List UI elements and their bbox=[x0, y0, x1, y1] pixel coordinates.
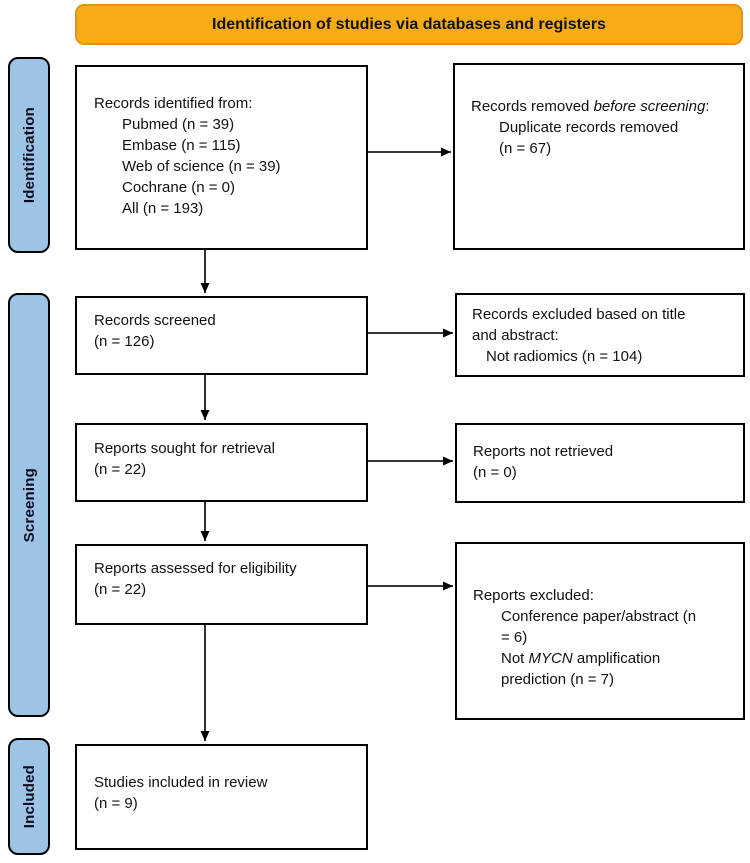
conference-paper-item: Conference paper/abstract (n = 6) bbox=[501, 608, 697, 646]
studies-included-line1: Studies included in review bbox=[94, 774, 268, 791]
not-mycn-prefix: Not bbox=[501, 650, 529, 667]
box-records-removed-title: Records removed before screening: bbox=[471, 96, 733, 117]
mycn-italic: MYCN bbox=[528, 650, 573, 667]
box-reports-excluded: Reports excluded: Conference paper/abstr… bbox=[455, 542, 745, 720]
reports-not-retrieved-count: (n = 0) bbox=[473, 464, 517, 481]
box-records-identified: Records identified from: Pubmed (n = 39)… bbox=[75, 65, 368, 250]
stage-label-included: Included bbox=[8, 738, 50, 855]
source-pubmed: Pubmed (n = 39) bbox=[122, 116, 235, 133]
not-mycn-item: Not MYCN amplification prediction (n = 7… bbox=[473, 648, 701, 690]
reports-sought-count: (n = 22) bbox=[94, 461, 147, 478]
reports-assessed-count: (n = 22) bbox=[94, 581, 147, 598]
reports-sought-line1: Reports sought for retrieval bbox=[94, 440, 275, 457]
source-web-of-science: Web of science (n = 39) bbox=[122, 158, 281, 175]
banner-title: Identification of studies via databases … bbox=[212, 15, 606, 33]
records-removed-title-suffix: : bbox=[705, 98, 710, 115]
box-records-excluded: Records excluded based on title and abst… bbox=[455, 293, 745, 377]
reports-not-retrieved-line1: Reports not retrieved bbox=[473, 443, 614, 460]
records-removed-title-prefix: Records removed bbox=[471, 98, 594, 115]
source-embase: Embase (n = 115) bbox=[122, 137, 241, 154]
records-excluded-title: Records excluded based on title and abst… bbox=[472, 306, 686, 344]
reports-excluded-title: Reports excluded: bbox=[473, 587, 594, 604]
box-records-identified-title: Records identified from: bbox=[94, 95, 253, 112]
stage-label-identification: Identification bbox=[8, 57, 50, 253]
box-reports-not-retrieved: Reports not retrieved (n = 0) bbox=[455, 423, 745, 503]
records-removed-title-italic: before screening bbox=[593, 98, 706, 115]
box-records-screened: Records screened (n = 126) bbox=[75, 296, 368, 375]
duplicates-removed-item: Duplicate records removed (n = 67) bbox=[499, 119, 679, 157]
box-records-removed: Records removed before screening: Duplic… bbox=[453, 63, 745, 250]
records-screened-count: (n = 126) bbox=[94, 333, 155, 350]
not-mycn-suffix: amplification prediction (n = 7) bbox=[501, 650, 661, 688]
stage-label-identification-text: Identification bbox=[20, 106, 38, 204]
not-radiomics-item: Not radiomics (n = 104) bbox=[486, 348, 643, 365]
stage-label-screening: Screening bbox=[8, 293, 50, 717]
source-cochrane: Cochrane (n = 0) bbox=[122, 179, 235, 196]
stage-label-screening-text: Screening bbox=[20, 467, 38, 543]
records-screened-line1: Records screened bbox=[94, 312, 216, 329]
box-studies-included: Studies included in review (n = 9) bbox=[75, 744, 368, 850]
source-all: All (n = 193) bbox=[122, 200, 204, 217]
banner: Identification of studies via databases … bbox=[75, 4, 743, 45]
studies-included-count: (n = 9) bbox=[94, 795, 138, 812]
stage-label-included-text: Included bbox=[20, 764, 38, 829]
reports-assessed-line1: Reports assessed for eligibility bbox=[94, 560, 297, 577]
box-reports-assessed: Reports assessed for eligibility (n = 22… bbox=[75, 544, 368, 625]
box-reports-sought: Reports sought for retrieval (n = 22) bbox=[75, 423, 368, 502]
